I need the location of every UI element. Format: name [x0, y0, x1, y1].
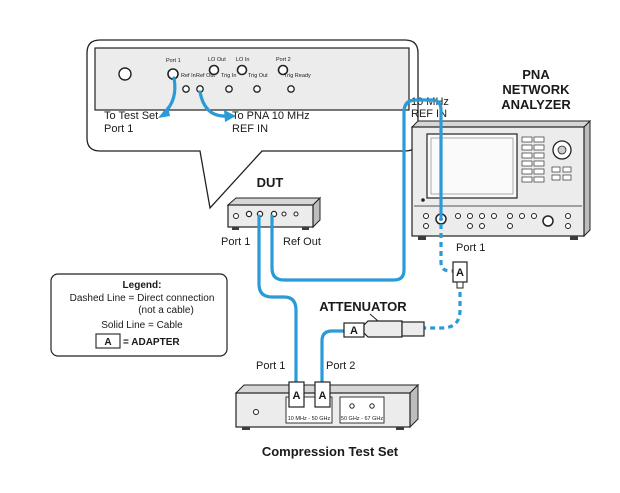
callout-lo-in-connector — [236, 64, 248, 76]
callout-trig-in-connector — [225, 85, 233, 93]
testset-range1: 10 MHz - 50 GHz — [288, 416, 331, 422]
callout-port1-label: Port 1 — [166, 58, 181, 64]
pna-port2-connector — [542, 215, 554, 227]
pna-keypad — [521, 136, 545, 183]
callout-trig-ready-label: Trig Ready — [284, 73, 311, 79]
direct-pna-port1-to-attenuator — [439, 224, 460, 273]
cable-dut-port1-to-testset-port1 — [257, 214, 298, 384]
callout-to-test-set-port: Port 1 — [104, 123, 133, 135]
testset-title: Compression Test Set — [262, 444, 399, 459]
legend-dashed-line2: (not a cable) — [138, 305, 194, 316]
attenuator-label: ATTENUATOR — [319, 299, 407, 314]
pna-analyzer — [410, 119, 592, 240]
testset-range2: 50 GHz - 67 GHz — [341, 416, 383, 422]
callout-trig-out-label: Trig Out — [248, 73, 268, 79]
callout-ref-in-label: Ref In — [181, 73, 196, 79]
direct-adapter-to-attenuator — [424, 292, 462, 330]
legend-box — [50, 273, 228, 357]
testset-panel-2 — [339, 396, 385, 424]
pna-title-line2: NETWORK — [502, 82, 570, 97]
callout-arrowhead-refout — [224, 110, 236, 122]
cable-attenuator-to-testset-port2 — [320, 329, 347, 384]
cable-dut-refout-to-pna-refin — [270, 98, 443, 282]
pna-title-line1: PNA — [522, 67, 550, 82]
rear-panel — [94, 47, 410, 111]
legend-solid-line: Solid Line = Cable — [101, 320, 183, 331]
legend-adapter-key-box — [95, 333, 121, 349]
callout-trig-ready-connector — [287, 85, 295, 93]
legend-title: Legend: — [123, 280, 162, 291]
dut-title: DUT — [257, 175, 284, 190]
panel-screw — [118, 67, 132, 81]
legend-adapter-text: = ADAPTER — [123, 337, 180, 348]
legend-adapter-key: A — [104, 337, 111, 348]
callout-to-test-set: To Test Set — [104, 110, 158, 122]
testset-port1-adapter-letter: A — [293, 390, 301, 402]
pna-port1-adapter-letter: A — [456, 267, 464, 279]
callout-to-pna: To PNA 10 MHz — [232, 110, 310, 122]
legend-dashed-line1: Dashed Line = Direct connection — [70, 293, 215, 304]
callout-to-pna-ref: REF IN — [232, 123, 268, 135]
dut-ref-out-label: Ref Out — [283, 236, 321, 248]
dut-device — [226, 196, 322, 230]
pna-ref-in-line2: REF IN — [411, 108, 447, 120]
attenuator-adapter-letter: A — [350, 325, 358, 337]
attenuator-body — [363, 320, 403, 338]
callout-lo-in-label: LO In — [236, 57, 249, 63]
callout-trig-in-label: Trig In — [221, 73, 236, 79]
callout-trig-out-connector — [253, 85, 261, 93]
testset-port2-label: Port 2 — [326, 360, 355, 372]
testset-port2-adapter-letter: A — [319, 390, 327, 402]
callout-port2-connector — [277, 64, 289, 76]
callout-lo-out-connector — [208, 64, 220, 76]
testset-port1-adapter — [288, 381, 305, 408]
callout-ref-out-label: Ref Out — [196, 73, 215, 79]
dut-port1-label: Port 1 — [221, 236, 250, 248]
testset-port2-adapter — [314, 381, 331, 408]
callout-port2-label: Port 2 — [276, 57, 291, 63]
pna-title-line3: ANALYZER — [501, 97, 571, 112]
callout-ref-in-connector — [182, 85, 190, 93]
pna-port1-label: Port 1 — [456, 242, 485, 254]
testset-port1-label: Port 1 — [256, 360, 285, 372]
callout-lo-out-label: LO Out — [208, 57, 226, 63]
pna-ref-in-line1: 10 MHz — [411, 96, 449, 108]
attenuator-pointer — [369, 313, 379, 322]
callout-arrow-refout — [198, 90, 230, 118]
callout-arrowhead-port1 — [158, 106, 170, 118]
